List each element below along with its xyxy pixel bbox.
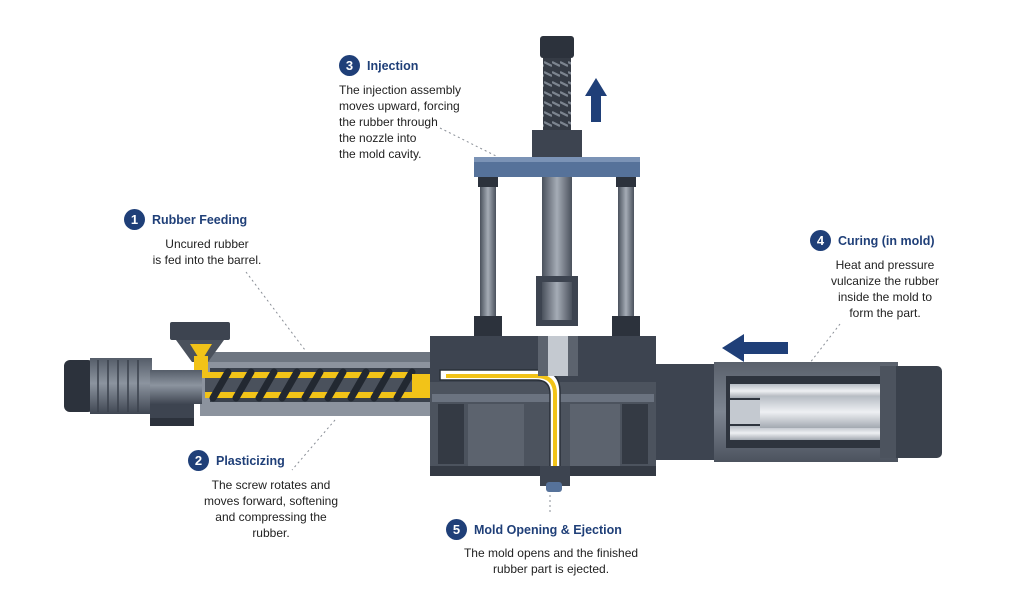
desc-line: Uncured rubber [165, 237, 249, 251]
mold [430, 336, 656, 492]
desc-line: the mold cavity. [339, 147, 422, 161]
desc-line: moves upward, forcing [339, 99, 460, 113]
motor [64, 358, 202, 426]
desc-line: form the part. [849, 306, 921, 320]
step-2-description: The screw rotates and moves forward, sof… [186, 477, 356, 541]
hopper [170, 322, 230, 378]
step-1-callout: 1 Rubber Feeding Uncured rubber is fed i… [122, 209, 292, 268]
desc-line: inside the mold to [837, 290, 933, 304]
desc-line: Heat and pressure [835, 258, 935, 272]
clamp-unit [652, 362, 942, 462]
step-1-description: Uncured rubber is fed into the barrel. [122, 236, 292, 268]
desc-line: the rubber through [339, 115, 438, 129]
step-1-number-badge: 1 [124, 209, 145, 230]
step-3-callout: 3 Injection The injection assembly moves… [339, 55, 461, 162]
step-2-callout: 2 Plasticizing The screw rotates and mov… [186, 450, 356, 541]
desc-line: moves forward, softening [203, 494, 339, 508]
step-2-number-badge: 2 [188, 450, 209, 471]
desc-line: vulcanize the rubber [830, 274, 940, 288]
desc-line: The mold opens and the finished [463, 546, 639, 560]
injection-assembly [474, 36, 640, 336]
desc-line: the nozzle into [339, 131, 417, 145]
upward-motion-arrow [585, 78, 607, 122]
step-5-callout: 5 Mold Opening & Ejection The mold opens… [446, 519, 656, 577]
desc-line: rubber part is ejected. [492, 562, 610, 576]
step-4-description: Heat and pressure vulcanize the rubber i… [810, 257, 960, 321]
leader-lines [245, 127, 841, 515]
step-3-description: The injection assembly moves upward, for… [339, 82, 461, 162]
step-5-title: Mold Opening & Ejection [474, 522, 622, 537]
desc-line: and compressing the [215, 510, 327, 524]
step-5-description: The mold opens and the finished rubber p… [446, 545, 656, 577]
step-1-title: Rubber Feeding [152, 212, 248, 227]
desc-line: rubber. [252, 526, 290, 540]
step-2-title: Plasticizing [216, 453, 285, 468]
step-3-number-badge: 3 [339, 55, 360, 76]
step-5-number-badge: 5 [446, 519, 467, 540]
step-4-callout: 4 Curing (in mold) Heat and pressure vul… [810, 230, 960, 321]
step-4-number-badge: 4 [810, 230, 831, 251]
desc-line: The screw rotates and [211, 478, 331, 492]
desc-line: is fed into the barrel. [152, 253, 262, 267]
screw [205, 368, 416, 402]
desc-line: The injection assembly [339, 83, 462, 97]
step-4-title: Curing (in mold) [838, 233, 935, 248]
clamp-motion-arrow [722, 334, 788, 362]
step-3-title: Injection [367, 58, 419, 73]
